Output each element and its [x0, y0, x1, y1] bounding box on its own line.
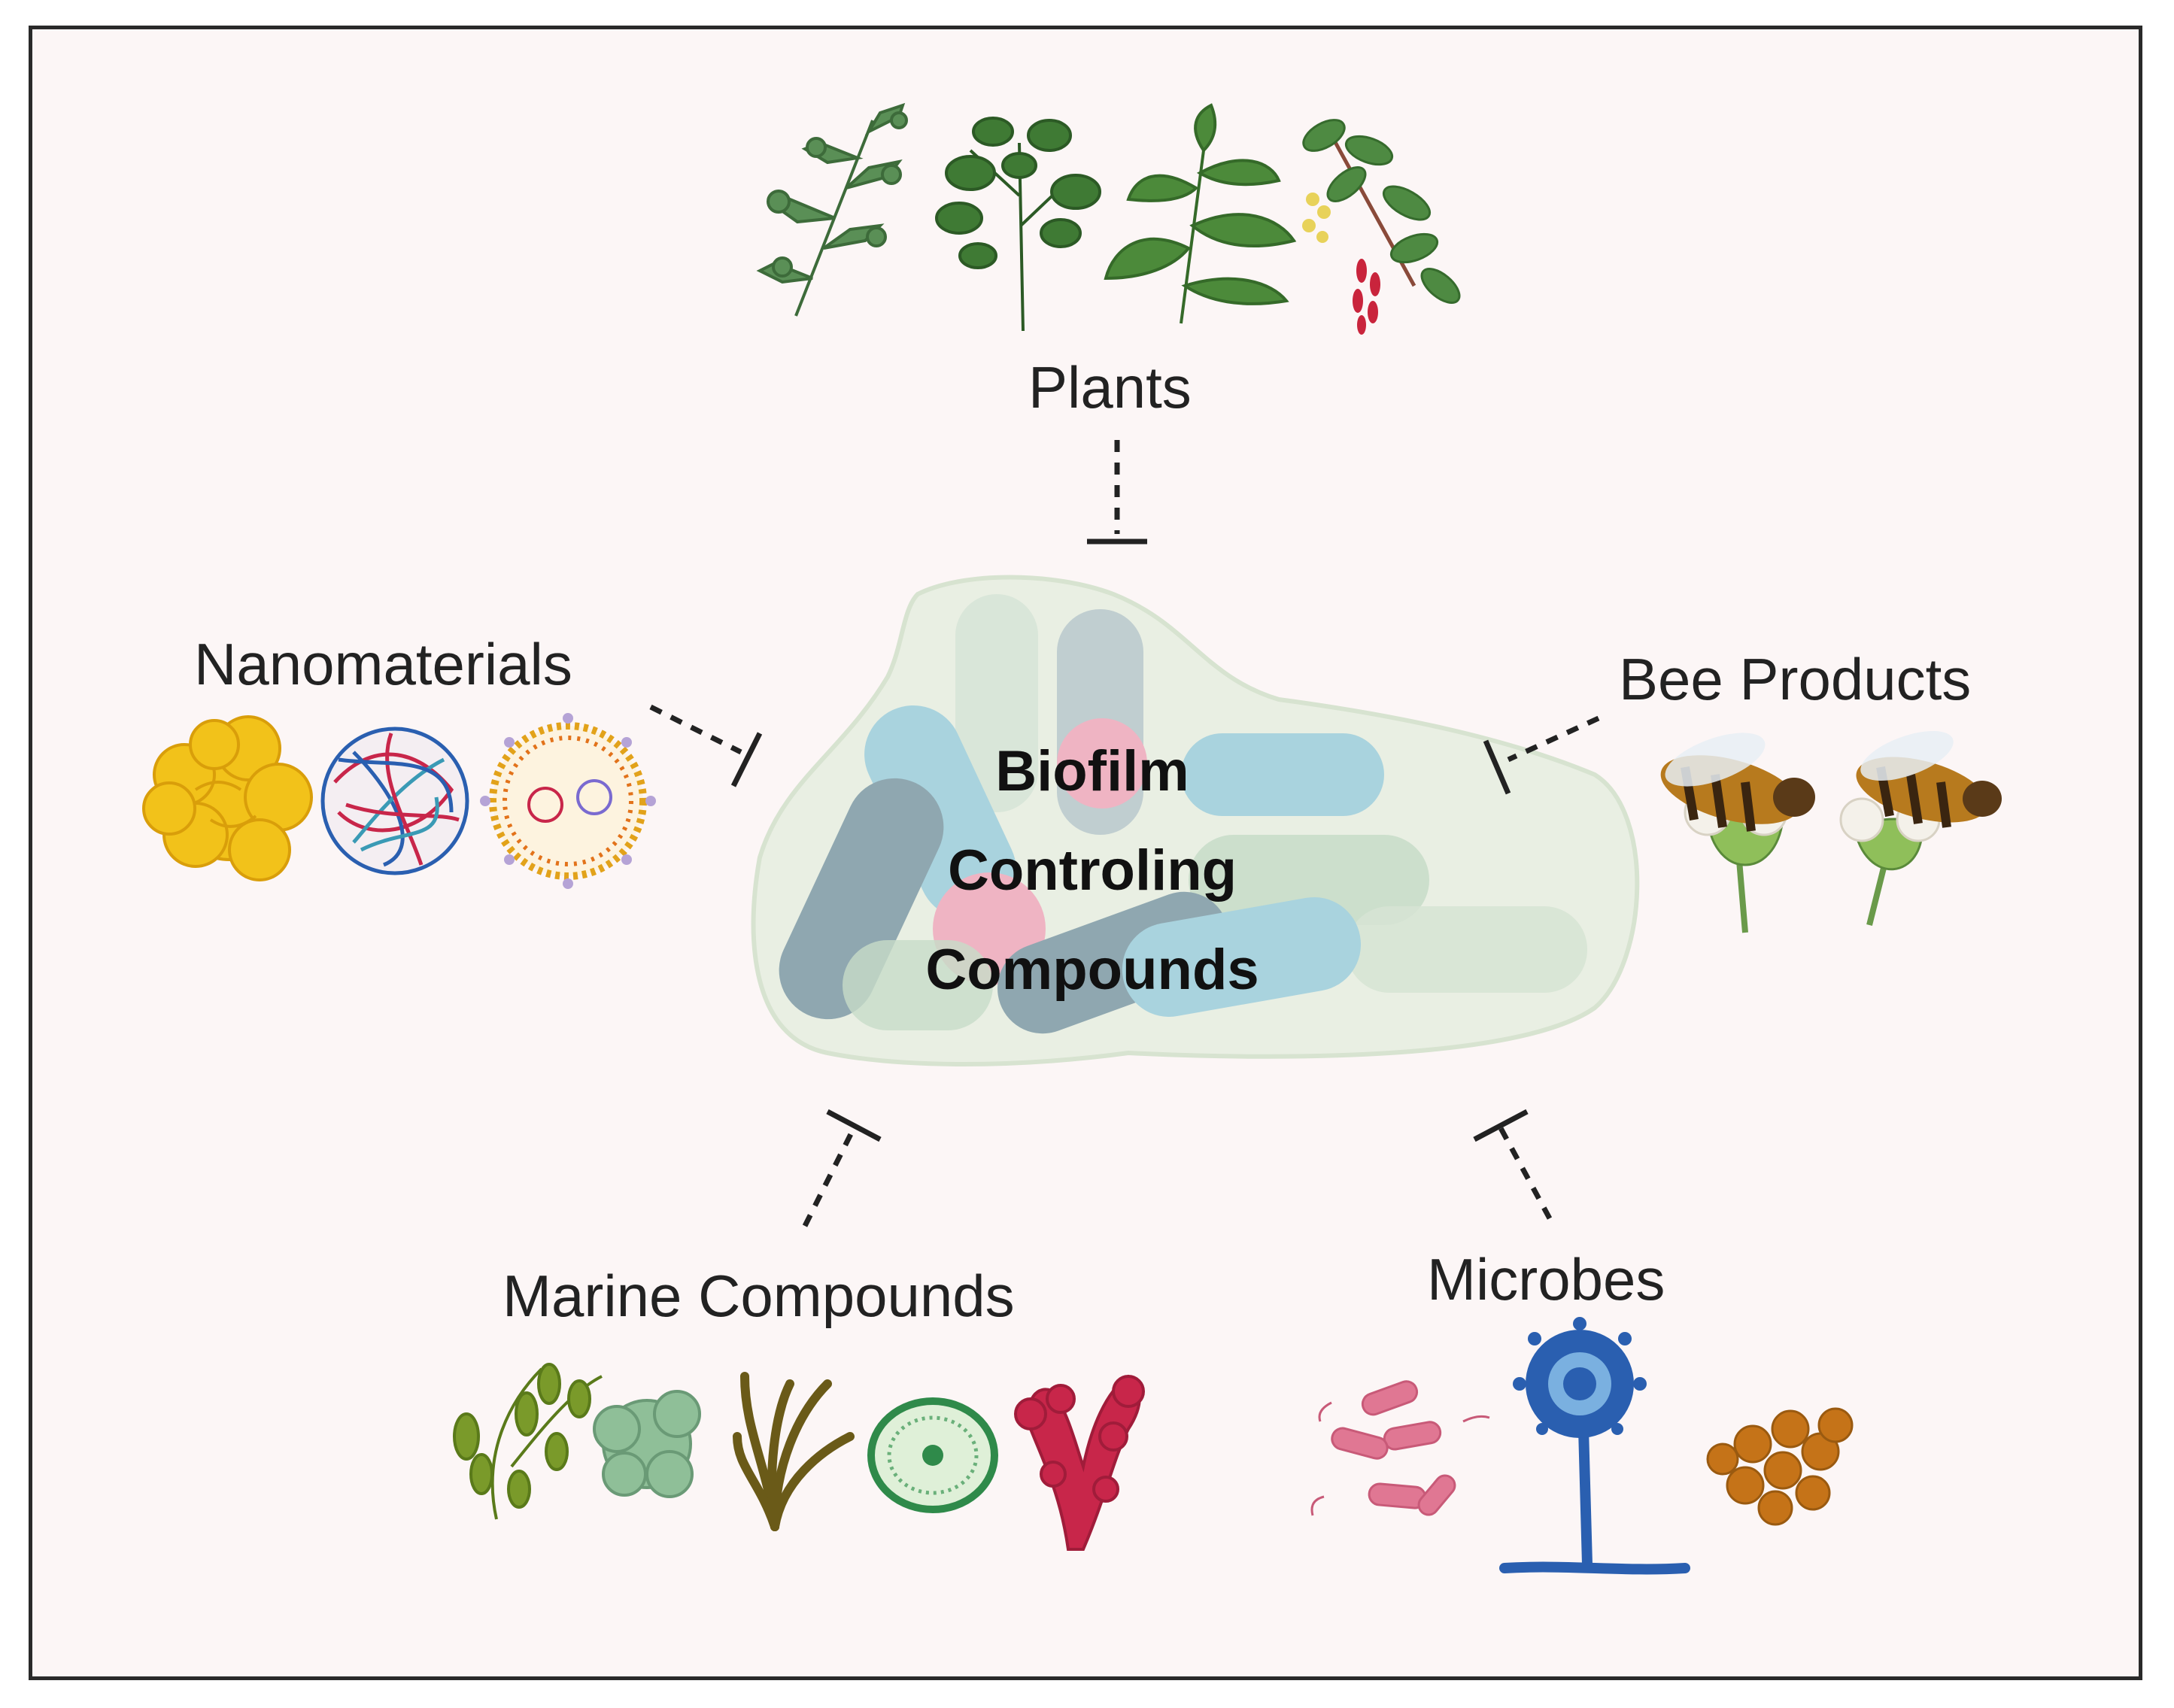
bee-products-illustration — [1660, 730, 2002, 933]
bee-products-label: Bee Products — [1619, 646, 1972, 712]
plant-icon — [756, 102, 908, 317]
seaweed-icon — [453, 1363, 603, 1520]
seaweed-icon — [867, 1397, 998, 1513]
inhibition-arrow-icon — [1087, 440, 1147, 545]
bee-icon — [1660, 733, 1815, 933]
seaweed-icon — [733, 1372, 855, 1531]
microbes-label: Microbes — [1427, 1246, 1665, 1312]
center-title-line-3: Compounds — [925, 938, 1259, 1002]
center-title-line-1: Biofilm — [995, 739, 1189, 803]
center-title: Biofilm Controling Compounds — [867, 722, 1318, 1020]
biofilm-illustration — [751, 575, 1640, 1066]
nanomaterials-illustration — [142, 713, 656, 889]
inhibition-arrow-icon — [1483, 715, 1600, 795]
microbes-illustration — [1310, 1317, 1854, 1575]
nanomaterials-label: Nanomaterials — [194, 631, 572, 697]
nanoparticle-icon — [480, 713, 656, 889]
inhibition-arrow-icon — [802, 1109, 882, 1227]
bee-icon — [1839, 730, 2002, 926]
center-title-line-2: Controling — [947, 839, 1237, 903]
spore-icon — [1706, 1407, 1854, 1526]
inhibition-arrows — [649, 440, 1600, 1227]
inhibition-arrow-icon — [1473, 1109, 1553, 1220]
plant-icon — [1302, 119, 1461, 335]
nanoparticle-icon — [142, 715, 313, 881]
marine-compounds-label: Marine Compounds — [503, 1263, 1015, 1329]
inhibition-arrow-icon — [649, 704, 763, 787]
nanoparticle-icon — [320, 727, 469, 875]
seaweed-icon — [1014, 1374, 1145, 1551]
plants-illustration — [756, 102, 1461, 335]
plant-icon — [935, 117, 1101, 332]
seaweed-icon — [593, 1390, 701, 1498]
plant-icon — [1104, 103, 1297, 324]
marine-illustration — [453, 1363, 1145, 1551]
fungus-icon — [1499, 1317, 1690, 1575]
bacteria-icon — [1310, 1380, 1490, 1516]
plants-label: Plants — [1028, 354, 1192, 420]
